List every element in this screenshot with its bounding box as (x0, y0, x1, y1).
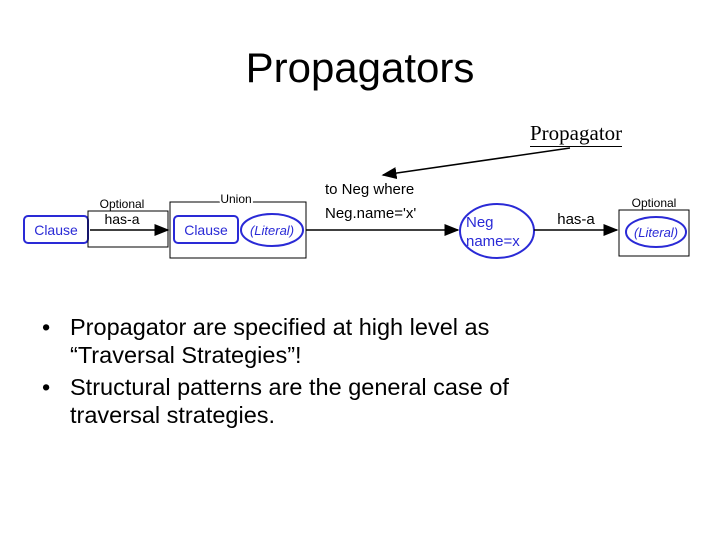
optional-right-label: Optional (632, 196, 677, 210)
neg-name-label: name=x (466, 233, 520, 250)
literal-ellipse-right (625, 216, 687, 248)
traversal-note-line2: Neg.name='x' (325, 205, 416, 222)
propagator-callout-label: Propagator (530, 121, 623, 147)
has-a-left-label: has-a (104, 211, 139, 227)
neg-label: Neg (466, 214, 494, 231)
callout-pointer-arrow (381, 147, 571, 180)
union-label: Union (220, 192, 251, 206)
optional-frame-right (618, 209, 690, 257)
clause-box-union (173, 215, 239, 244)
bullet-2-line-1: Structural patterns are the general case… (70, 374, 509, 400)
bullet-list: Propagator are specified at high level a… (42, 313, 682, 433)
has-a-right-label: has-a (557, 211, 595, 228)
clause-left-label: Clause (34, 222, 78, 238)
traversal-note-line1: to Neg where (325, 181, 414, 198)
bullet-2-line-2: traversal strategies. (70, 402, 276, 428)
slide-title: Propagators (245, 44, 475, 91)
bullet-1-line-1: Propagator are specified at high level a… (70, 314, 490, 340)
optional-left-label: Optional (100, 197, 145, 211)
bullet-1-line-2: “Traversal Strategies”! (70, 342, 302, 368)
literal-right-label: (Literal) (634, 225, 678, 240)
neg-ellipse (459, 203, 535, 259)
literal-ellipse-union (240, 213, 304, 247)
literal-union-label: (Literal) (250, 223, 294, 238)
clause-union-label: Clause (184, 222, 228, 238)
bullet-item: Structural patterns are the general case… (42, 373, 682, 429)
bullet-item: Propagator are specified at high level a… (42, 313, 682, 369)
